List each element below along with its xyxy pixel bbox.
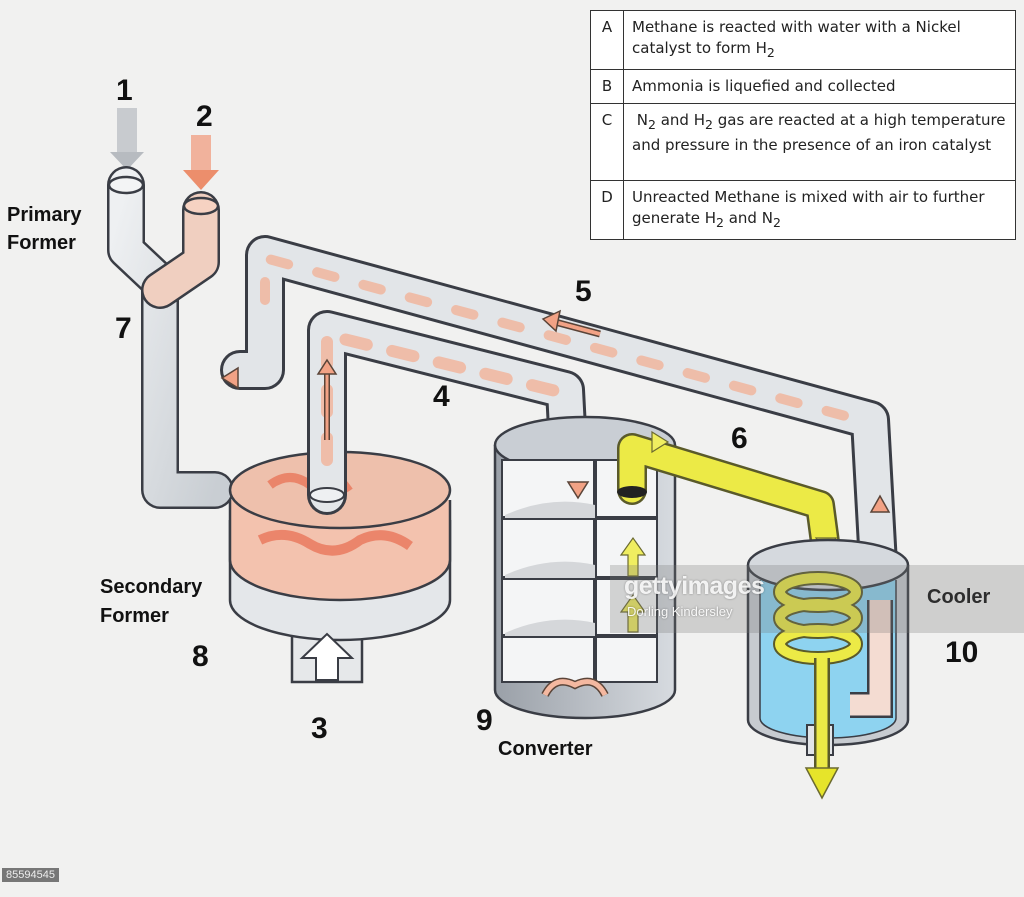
flow-arrow-into-primary [220,366,239,390]
legend-key: B [590,69,624,104]
input-arrow-2 [183,135,219,190]
label-converter: Converter [498,738,593,760]
legend-row-b: B Ammonia is liquefied and collected [590,69,1016,104]
diagram-labels: 1 2 3 4 5 6 7 8 9 10 Primary Former Seco… [7,74,991,760]
legend-text: Unreacted Methane is mixed with air to f… [623,180,1016,240]
label-number-4: 4 [433,380,450,413]
flow-arrow-down-converter [566,481,590,500]
cooler [746,494,910,800]
label-number-3: 3 [311,712,328,745]
legend-text: N2 and H2 gas are reacted at a high temp… [623,103,1016,181]
input-arrow-1 [110,108,144,170]
label-number-2: 2 [196,100,213,133]
label-number-7: 7 [115,312,132,345]
label-primary-former-line1: Primary [7,204,82,226]
legend-key: D [590,180,624,240]
legend-row-d: D Unreacted Methane is mixed with air to… [590,180,1016,240]
label-number-1: 1 [116,74,133,107]
product-pipe-6 [617,433,841,565]
watermark-band [610,565,1024,633]
watermark-logo: gettyimages [624,572,765,600]
label-number-10: 10 [945,636,978,669]
stock-image-id: 85594545 [2,868,59,882]
secondary-former [228,450,452,684]
legend-key: C [590,103,624,181]
legend-row-c: C N2 and H2 gas are reacted at a high te… [590,103,1016,181]
flow-arrow-5 [541,309,601,338]
legend-key: A [590,10,624,70]
legend-table: A Methane is reacted with water with a N… [590,10,1016,240]
label-secondary-former-line1: Secondary [100,576,203,598]
legend-text: Methane is reacted with water with a Nic… [623,10,1016,70]
watermark-credit: Dorling Kindersley [627,604,733,619]
label-number-6: 6 [731,422,748,455]
primary-former [107,166,234,509]
label-number-8: 8 [192,640,209,673]
legend-text: Ammonia is liquefied and collected [623,69,1016,104]
legend-row-a: A Methane is reacted with water with a N… [590,10,1016,70]
label-cooler: Cooler [927,586,991,608]
label-number-9: 9 [476,704,493,737]
recycle-pipe-5 [220,235,900,620]
flow-arrow-up-secondary [316,358,338,440]
label-secondary-former-line2: Former [100,605,169,627]
label-number-5: 5 [575,275,592,308]
label-primary-former-line2: Former [7,232,76,254]
